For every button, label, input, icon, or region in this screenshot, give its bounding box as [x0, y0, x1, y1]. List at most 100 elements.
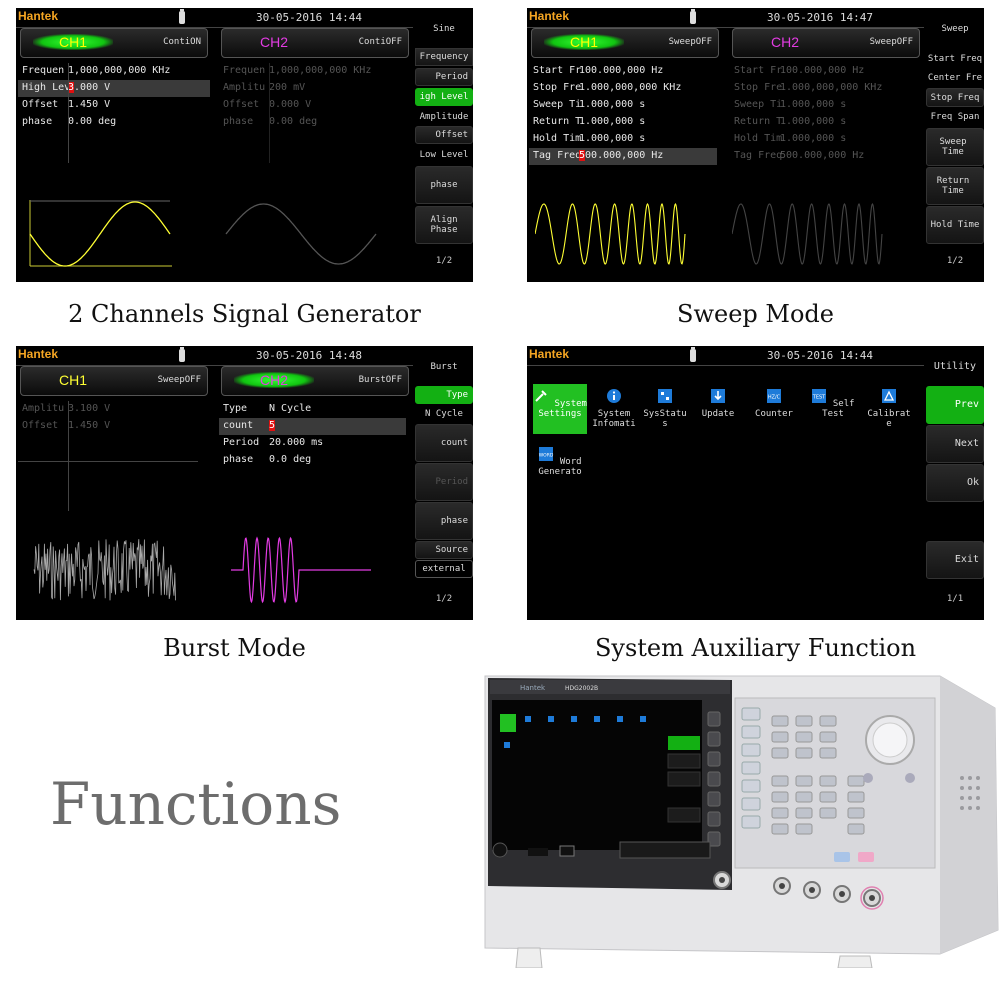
menu-align-phase[interactable]: Align Phase [415, 206, 473, 244]
menu-count[interactable]: count [415, 424, 473, 462]
grid-line [68, 63, 69, 163]
app-calibrate[interactable]: Calibrat e [863, 388, 915, 429]
menu-n-cycle[interactable]: N Cycle [415, 405, 473, 423]
softkey-menu: Sweep Start Freq Center Fre Stop Freq Fr… [926, 8, 984, 282]
param-label: Return T [734, 116, 783, 127]
menu-return-time[interactable]: Return Time [926, 167, 984, 205]
menu-phase[interactable]: phase [415, 166, 473, 204]
info-icon [607, 389, 621, 403]
menu-low-level[interactable]: Low Level [415, 146, 473, 164]
menu-stop-freq[interactable]: Stop Freq [926, 88, 984, 107]
ch2-button[interactable]: CH2 SweepOFF [732, 28, 920, 58]
menu-exit[interactable]: Exit [926, 541, 984, 579]
app-counter[interactable]: HZ/C Counter [749, 388, 799, 419]
param-value: 0.00 deg [269, 116, 318, 127]
counter-icon: HZ/C [767, 389, 781, 403]
ch1-button[interactable]: CH1 SweepOFF [20, 366, 208, 396]
param-value: 1.000,000 s [780, 133, 847, 144]
svg-text:WORD: WORD [539, 453, 554, 459]
param-value: 1.000,000 s [579, 99, 646, 110]
app-self-test[interactable]: TEST Self Test [809, 388, 857, 419]
status-bar: Hantek 30-05-2016 14:44 [16, 8, 413, 28]
menu-offset[interactable]: Offset [415, 126, 473, 144]
app-word-generator[interactable]: WORD Word Generato [533, 446, 587, 477]
menu-title: Sweep [926, 18, 984, 40]
menu-freq-span[interactable]: Freq Span [926, 108, 984, 126]
param-label: Offset [22, 420, 59, 431]
menu-type[interactable]: Type [415, 386, 473, 404]
menu-source-value[interactable]: external [415, 560, 473, 578]
softkey-menu: Sine Frequency Period igh Level Amplitud… [415, 8, 473, 282]
status-bar: Hantek 30-05-2016 14:48 [16, 346, 413, 366]
menu-next[interactable]: Next [926, 425, 984, 463]
headline-functions: Functions [50, 770, 342, 838]
param-label: Sweep Ti [734, 99, 783, 110]
menu-phase[interactable]: phase [415, 502, 473, 540]
app-system-status[interactable]: SysStatu s [641, 388, 689, 429]
param-value: 100.000,000 Hz [780, 65, 865, 76]
param-value: 1.450 V [68, 420, 111, 431]
svg-text:TEST: TEST [812, 395, 826, 401]
ch1-mode: SweepOFF [157, 375, 201, 385]
svg-text:HDG2002B: HDG2002B [565, 685, 598, 692]
menu-ok[interactable]: Ok [926, 464, 984, 502]
menu-high-level[interactable]: igh Level [415, 88, 473, 106]
grid-line [68, 401, 69, 511]
datetime: 30-05-2016 14:44 [256, 11, 362, 24]
ch1-button[interactable]: CH1 ContiON [20, 28, 208, 58]
ch2-label: CH2 [234, 372, 314, 388]
menu-prev[interactable]: Prev [926, 386, 984, 424]
brand-logo: Hantek [18, 347, 59, 361]
menu-source[interactable]: Source [415, 541, 473, 559]
menu-sweep-time[interactable]: Sweep Time [926, 128, 984, 166]
param-value: 1.000,000,000 KHz [780, 82, 883, 93]
ch2-button[interactable]: CH2 ContiOFF [221, 28, 409, 58]
param-value: 1.000,000 s [780, 99, 847, 110]
param-label: Tag Freq [533, 150, 582, 161]
app-system-settings[interactable]: System Settings [533, 384, 587, 434]
page-indicator: 1/2 [946, 256, 964, 266]
ch1-button[interactable]: CH1 SweepOFF [531, 28, 719, 58]
param-row[interactable]: Offset 1.450 V [18, 418, 218, 435]
menu-period[interactable]: Period [415, 463, 473, 501]
app-system-information[interactable]: System Infomati [591, 388, 637, 429]
menu-period[interactable]: Period [415, 68, 473, 86]
menu-start-freq[interactable]: Start Freq [926, 50, 984, 68]
menu-hold-time[interactable]: Hold Time [926, 206, 984, 244]
param-label: count [223, 420, 254, 431]
caption-sweep-mode: Sweep Mode [677, 300, 834, 328]
ch1-waveform [29, 200, 172, 267]
app-update[interactable]: Update [695, 388, 741, 419]
ch2-button[interactable]: CH2 BurstOFF [221, 366, 409, 396]
status-bar: Hantek 30-05-2016 14:47 [527, 8, 924, 28]
ch1-noise-waveform [33, 539, 176, 601]
menu-amplitude[interactable]: Amplitude [415, 108, 473, 126]
menu-center-freq[interactable]: Center Fre [926, 69, 984, 87]
menu-frequency[interactable]: Frequency [415, 48, 473, 66]
